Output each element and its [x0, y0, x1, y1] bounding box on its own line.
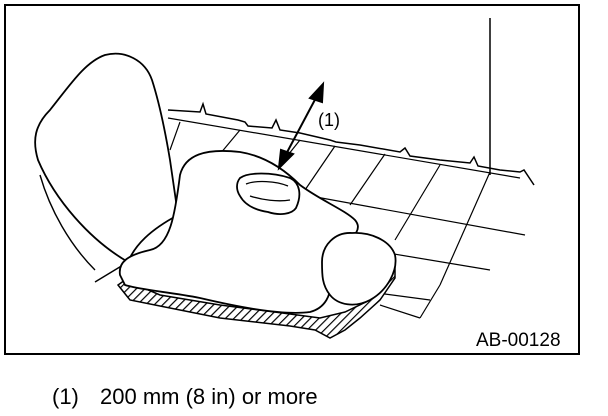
- seat-belt-guide: [236, 172, 301, 215]
- clearance-arrow: [277, 81, 325, 171]
- seat-belt-guide-inner: [245, 180, 291, 202]
- seatback: [34, 52, 179, 264]
- legend-item-number: (1): [52, 384, 79, 409]
- callout-label: (1): [318, 110, 340, 130]
- roof-edge: [167, 101, 535, 186]
- seat-bolster: [321, 232, 397, 306]
- seatback-inner-edge: [39, 174, 96, 271]
- legend-item-text: 200 mm (8 in) or more: [100, 384, 318, 409]
- legend-item: (1) 200 mm (8 in) or more: [52, 384, 318, 410]
- seat-base-hatched: [116, 265, 396, 339]
- figure-id-label: AB-00128: [476, 330, 561, 351]
